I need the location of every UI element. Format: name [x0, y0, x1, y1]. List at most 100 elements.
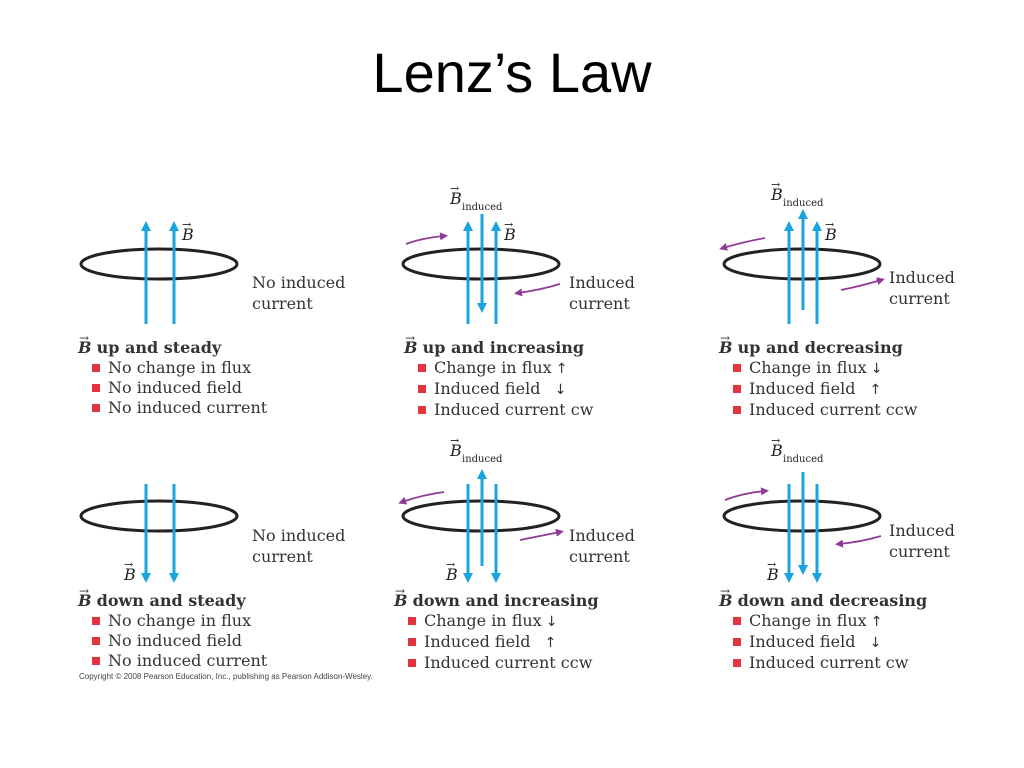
loop-diagram: B → B → induced — [401, 182, 561, 324]
vector-mark: → — [446, 558, 455, 571]
panel-caption: →B down and increasing Change in flux↓ I… — [394, 584, 599, 673]
current-arrow — [835, 535, 882, 548]
list-item: Change in flux↓ — [408, 611, 599, 632]
bullet-icon — [92, 364, 100, 372]
list-item: No change in flux — [92, 611, 267, 631]
copyright-notice: Copyright © 2008 Pearson Education, Inc.… — [79, 672, 373, 681]
loop-diagram: B → B → induced — [722, 434, 882, 584]
list-item: Induced field ↓ — [733, 632, 927, 653]
down-arrow-icon: ↓ — [554, 382, 567, 398]
vector-mark: → — [771, 178, 780, 191]
list-item: Induced field ↑ — [733, 379, 917, 400]
vector-mark: → — [182, 218, 191, 231]
induced-subscript: induced — [783, 198, 824, 209]
b-symbol: →B — [719, 584, 733, 610]
bullet-icon — [733, 406, 741, 414]
current-arrow — [398, 491, 445, 505]
list-item: Induced current ccw — [408, 653, 599, 673]
list-item: No induced current — [92, 651, 267, 671]
b-symbol: →B — [78, 584, 92, 610]
caption-title: up and steady — [96, 338, 222, 357]
panel-caption: →B up and decreasing Change in flux↓ Ind… — [719, 331, 917, 420]
current-arrow — [724, 487, 769, 501]
down-arrow-icon: ↓ — [869, 635, 882, 651]
bullet-icon — [408, 617, 416, 625]
b-field-label: B — [445, 565, 458, 584]
list-item: Change in flux↓ — [733, 358, 917, 379]
panel-caption: →B down and decreasing Change in flux↑ I… — [719, 584, 928, 673]
b-symbol: →B — [719, 331, 733, 357]
caption-title: up and decreasing — [737, 338, 903, 357]
current-arrow — [719, 237, 766, 251]
list-item: Induced field ↓ — [418, 379, 593, 400]
bullet-icon — [408, 659, 416, 667]
up-arrow-icon: ↑ — [870, 614, 883, 630]
list-item: No change in flux — [92, 358, 267, 378]
conducting-loop — [79, 247, 239, 281]
b-field-label: B — [503, 225, 516, 244]
panel-caption: →B up and steady No change in flux No in… — [78, 331, 267, 418]
vector-mark: → — [450, 182, 459, 195]
bullet-icon — [733, 364, 741, 372]
bullet-icon — [733, 638, 741, 646]
list-item: No induced current — [92, 398, 267, 418]
b-field-label: B — [181, 225, 194, 244]
list-item: Induced current cw — [418, 400, 593, 420]
list-item: Induced current ccw — [733, 400, 917, 420]
b-symbol: →B — [394, 584, 408, 610]
vector-mark: → — [450, 434, 459, 447]
caption-title: down and increasing — [412, 591, 599, 610]
list-item: No induced field — [92, 378, 267, 398]
b-induced-label: B — [449, 189, 462, 208]
loop-diagram: B → B → induced — [398, 434, 564, 584]
current-arrow — [405, 232, 448, 245]
list-item: Change in flux↑ — [733, 611, 927, 632]
bullet-icon — [92, 637, 100, 645]
list-item: Change in flux↑ — [418, 358, 593, 379]
induced-subscript: induced — [462, 454, 503, 465]
loop-diagram: B → B → induced — [719, 178, 885, 324]
down-arrow-icon: ↓ — [545, 614, 558, 630]
up-arrow-icon: ↑ — [544, 635, 557, 651]
bullet-icon — [418, 385, 426, 393]
bullet-icon — [92, 617, 100, 625]
vector-mark: → — [825, 218, 834, 231]
bullet-icon — [408, 638, 416, 646]
conducting-loop — [79, 499, 239, 533]
induced-subscript: induced — [783, 454, 824, 465]
vector-mark: → — [767, 558, 776, 571]
b-induced-label: B — [449, 441, 462, 460]
panel-caption: →B down and steady No change in flux No … — [78, 584, 267, 671]
list-item: No induced field — [92, 631, 267, 651]
loop-diagram: B → — [79, 484, 239, 584]
bullet-icon — [418, 364, 426, 372]
b-field-label: B — [824, 225, 837, 244]
bullet-icon — [92, 404, 100, 412]
panel-caption: →B up and increasing Change in flux↑ Ind… — [404, 331, 593, 420]
b-symbol: →B — [404, 331, 418, 357]
list-item: Induced field ↑ — [408, 632, 599, 653]
caption-title: down and decreasing — [737, 591, 928, 610]
vector-mark: → — [771, 434, 780, 447]
bullet-icon — [418, 406, 426, 414]
vector-mark: → — [504, 218, 513, 231]
page-title: Lenz’s Law — [372, 41, 652, 104]
bullet-icon — [733, 385, 741, 393]
current-arrow — [519, 528, 564, 541]
induced-subscript: induced — [462, 202, 503, 213]
current-arrow — [840, 277, 885, 291]
bullet-icon — [733, 659, 741, 667]
b-induced-label: B — [770, 185, 783, 204]
b-field-label: B — [766, 565, 779, 584]
up-arrow-icon: ↑ — [555, 361, 568, 377]
caption-title: down and steady — [96, 591, 246, 610]
